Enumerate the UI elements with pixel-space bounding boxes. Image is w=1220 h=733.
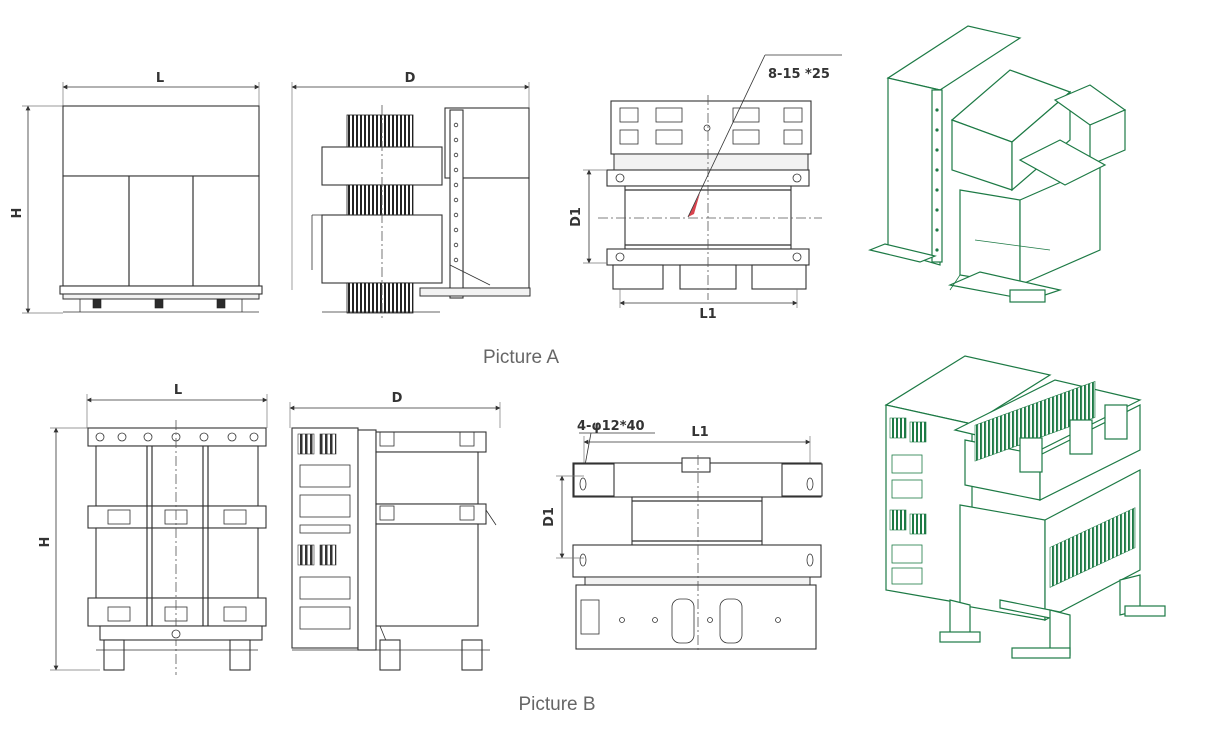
b-side-depth-label: D: [392, 391, 403, 406]
b-front-height-label: H: [38, 537, 53, 548]
a-mount-label: D1: [569, 207, 584, 227]
a-iso-view: [868, 25, 1127, 303]
b-front-width-label: L: [174, 383, 182, 398]
b-top-view: L1 4-φ12*40 D1: [542, 419, 823, 652]
picture-b-caption: Picture B: [518, 694, 595, 715]
b-front-view: L H: [38, 383, 268, 675]
b-mount-label: D1: [542, 507, 557, 527]
a-front-width-label: L: [156, 71, 164, 86]
b-iso-view: [884, 355, 1166, 659]
a-side-view: D: [291, 71, 531, 318]
a-length-label: L1: [699, 307, 716, 322]
a-top-view: 8-15 *25 D1 L1: [569, 54, 842, 322]
a-front-view: L H: [10, 71, 263, 314]
a-slot-note: 8-15 *25: [768, 67, 830, 82]
picture-a-caption: Picture A: [483, 347, 559, 368]
b-hole-note: 4-φ12*40: [577, 419, 645, 434]
b-length-label: L1: [691, 425, 708, 440]
b-side-view: D: [289, 391, 501, 671]
a-front-height-label: H: [10, 208, 25, 219]
a-side-depth-label: D: [405, 71, 416, 86]
